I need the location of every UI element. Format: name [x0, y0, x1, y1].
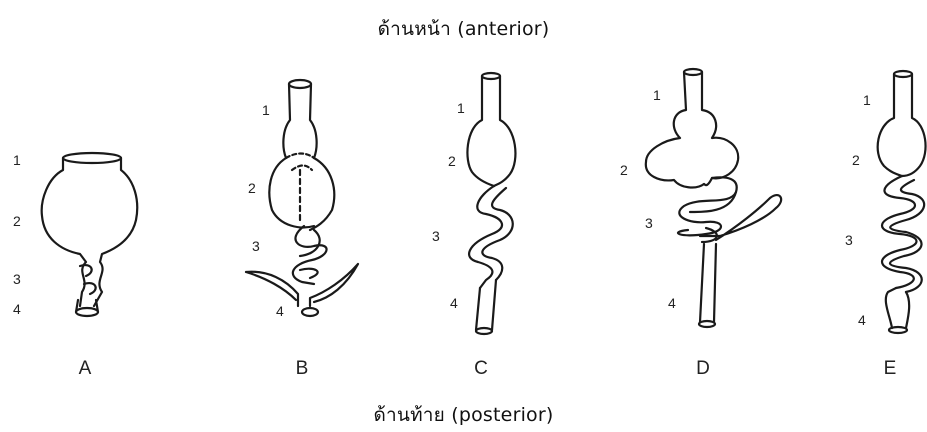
figure-a-part-1: 1: [13, 152, 21, 168]
figure-d-part-1: 1: [653, 87, 661, 103]
figure-d-part-2: 2: [620, 162, 628, 178]
figure-b-part-4: 4: [276, 303, 284, 319]
figure-e-letter: E: [875, 358, 905, 380]
figure-a-letter: A: [70, 358, 100, 380]
figure-d-part-3: 3: [645, 215, 653, 231]
figure-a-part-3: 3: [13, 271, 21, 287]
figure-c-part-4: 4: [450, 295, 458, 311]
figure-c-part-1: 1: [457, 100, 465, 116]
figure-a-drawing: [42, 153, 138, 316]
figure-a-part-4: 4: [13, 301, 21, 317]
figure-c-letter: C: [466, 358, 496, 380]
figure-b-part-2: 2: [248, 180, 256, 196]
figure-d-part-4: 4: [668, 295, 676, 311]
figure-d-drawing: [646, 69, 781, 327]
figure-b-part-1: 1: [262, 102, 270, 118]
figure-e-part-4: 4: [858, 312, 866, 328]
figure-a-part-2: 2: [13, 213, 21, 229]
figure-b-part-3: 3: [252, 238, 260, 254]
figure-b-letter: B: [287, 358, 317, 380]
figure-d-letter: D: [688, 358, 718, 380]
figure-e-part-1: 1: [863, 92, 871, 108]
figure-e-part-3: 3: [845, 232, 853, 248]
figure-e-part-2: 2: [852, 152, 860, 168]
figure-c-drawing: [467, 73, 515, 334]
figure-e-drawing: [878, 71, 926, 333]
figure-c-part-3: 3: [432, 228, 440, 244]
figure-c-part-2: 2: [448, 153, 456, 169]
